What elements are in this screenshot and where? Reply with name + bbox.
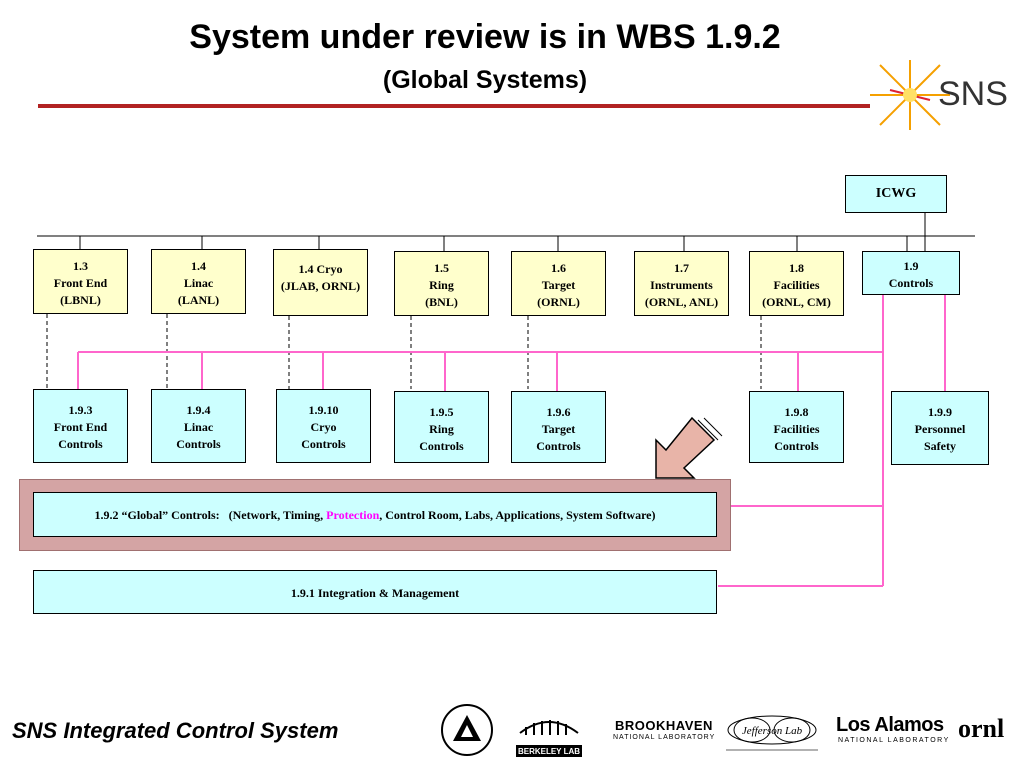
global-controls-label: 1.9.2 “Global” Controls: (Network, Timin… [34,507,716,524]
box-line: Facilities [773,422,820,436]
box-line: Controls [301,437,346,451]
down-left-arrow-icon [655,416,723,479]
wbs-box-1-9-8: 1.9.8 Facilities Controls [749,391,844,463]
box-line: 1.9.10 [308,403,339,417]
box-line: 1.9.6 [546,405,571,419]
wbs-box-1-9-10: 1.9.10 Cryo Controls [276,389,371,463]
wbs-box-1-5: 1.5 Ring (BNL) [394,251,489,316]
box-line: Controls [888,276,934,290]
sns-logo-text: SNS [938,75,1008,113]
box-line: Front End [53,420,108,434]
global-controls-highlight: Protection [326,508,380,522]
box-line: 1.9.8 [784,405,809,419]
box-line: 1.8 [789,261,804,275]
global-controls-prefix: 1.9.2 “Global” Controls: (Network, Timin… [94,508,327,522]
wbs-box-1-9-3: 1.9.3 Front End Controls [33,389,128,463]
box-line: Target [541,278,576,292]
box-line: Safety [924,439,956,453]
box-line: Controls [774,439,819,453]
box-line: 1.9.4 [186,403,211,417]
ornl-logo: ornl [958,714,1005,743]
box-line: (ORNL) [537,295,580,309]
box-line: Controls [176,437,221,451]
page-subtitle: (Global Systems) [382,66,588,94]
box-line: 1.5 [434,261,449,275]
box-line: 1.9 [903,259,919,273]
box-line: (JLAB, ORNL) [280,279,361,293]
box-line: Controls [536,439,581,453]
title-rule [38,104,870,108]
global-controls-box: 1.9.2 “Global” Controls: (Network, Timin… [33,492,717,537]
box-line: (ORNL, CM) [762,295,831,309]
wbs-box-1-9: 1.9 Controls [862,251,960,295]
box-line: 1.4 Cryo [298,262,343,276]
box-line: (ORNL, ANL) [644,295,719,309]
wbs-box-1-9-5: 1.9.5 Ring Controls [394,391,489,463]
argonne-logo-icon [441,704,493,756]
jefferson-lab-logo-icon: Jefferson Lab [726,715,818,751]
box-line: (LANL) [177,293,220,307]
page-title: System under review is in WBS 1.9.2 [189,18,781,56]
box-line: 1.4 [191,259,206,273]
box-line: Linac [183,420,214,434]
global-controls-suffix: , Control Room, Labs, Applications, Syst… [379,508,656,522]
wbs-box-1-4: 1.4 Linac (LANL) [151,249,246,314]
box-line: 1.7 [674,261,689,275]
sns-logo-icon: SNS [870,60,1008,130]
berkeley-lab-logo-icon: BERKELEY LAB [516,720,582,757]
box-line: 1.9.3 [68,403,93,417]
box-line: Front End [53,276,108,290]
box-line: Linac [183,276,214,290]
jlab-logo-text: Jefferson Lab [742,725,803,737]
wbs-box-1-6: 1.6 Target (ORNL) [511,251,606,316]
integration-management-box: 1.9.1 Integration & Management [33,570,717,614]
box-line: Personnel [914,422,966,436]
integration-label: 1.9.1 Integration & Management [290,586,460,600]
wbs-box-1-4-cryo: 1.4 Cryo (JLAB, ORNL) [273,249,368,316]
box-line: (LBNL) [60,293,101,307]
box-line: 1.9.9 [928,405,952,419]
box-line: Instruments [650,278,713,292]
footer-title: SNS Integrated Control System [12,718,339,743]
box-line: 1.9.5 [429,405,454,419]
box-line: 1.3 [73,259,88,273]
box-line: Target [541,422,576,436]
icwg-box: ICWG [845,175,947,213]
box-line: Facilities [773,278,820,292]
brookhaven-logo-sub: NATIONAL LABORATORY [613,734,716,741]
wbs-box-1-9-9: 1.9.9 Personnel Safety [891,391,989,465]
box-line: Controls [419,439,464,453]
icwg-label: ICWG [875,186,917,201]
berkeley-logo-text: BERKELEY LAB [518,747,580,756]
wbs-box-1-9-4: 1.9.4 Linac Controls [151,389,246,463]
box-line: Cryo [310,420,337,434]
wbs-box-1-9-6: 1.9.6 Target Controls [511,391,606,463]
los-alamos-logo: Los Alamos [836,714,944,736]
wbs-box-1-3: 1.3 Front End (LBNL) [33,249,128,314]
box-line: Ring [429,422,454,436]
box-line: 1.6 [551,261,566,275]
box-line: Controls [58,437,103,451]
box-line: (BNL) [425,295,458,309]
wbs-box-1-7: 1.7 Instruments (ORNL, ANL) [634,251,729,316]
brookhaven-logo: BROOKHAVEN [615,718,713,733]
box-line: Ring [429,278,454,292]
los-alamos-logo-sub: NATIONAL LABORATORY [838,737,950,744]
wbs-box-1-8: 1.8 Facilities (ORNL, CM) [749,251,844,316]
